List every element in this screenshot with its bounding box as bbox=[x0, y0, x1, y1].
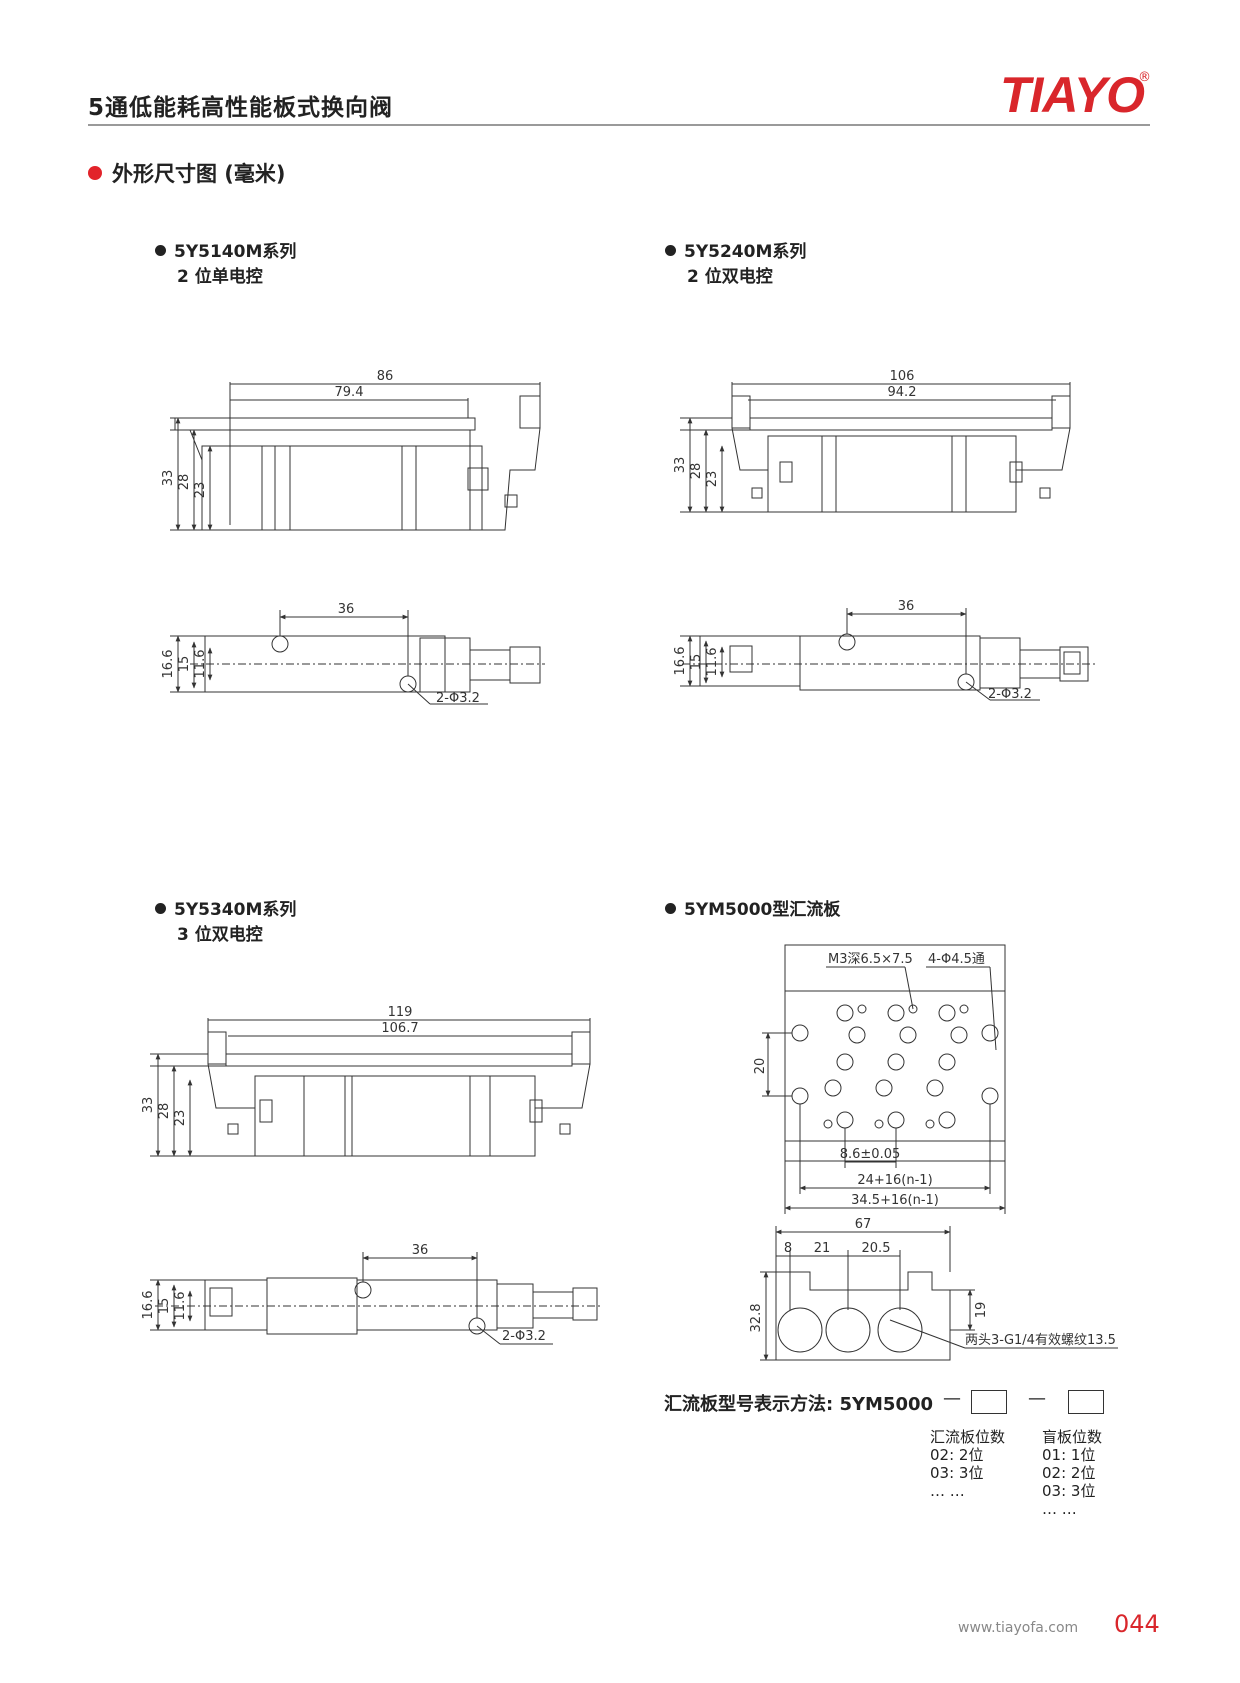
drawing-5y5340m-plan bbox=[150, 1252, 600, 1345]
header-divider bbox=[88, 124, 1150, 126]
drawing-5y5340m-side bbox=[150, 1018, 591, 1157]
drawing-5y5140m-plan bbox=[170, 610, 545, 705]
through-hole-spec: 4-Φ4.5通 bbox=[928, 952, 985, 967]
dim-106-7: 106.7 bbox=[381, 1021, 418, 1036]
dim-11-6: 11.6 bbox=[193, 650, 208, 679]
dim-15: 15 bbox=[689, 654, 704, 671]
m3-thread-spec: M3深6.5×7.5 bbox=[828, 952, 913, 967]
dim-94-2: 94.2 bbox=[888, 385, 917, 400]
dim-20-5: 20.5 bbox=[862, 1241, 891, 1256]
pitch-formula-2: 34.5+16(n-1) bbox=[851, 1193, 939, 1208]
tiayo-logo: TIAYO bbox=[1000, 67, 1145, 123]
dim-8: 8 bbox=[784, 1241, 792, 1256]
manifold-positions-box bbox=[971, 1390, 1007, 1414]
dim-23: 23 bbox=[193, 482, 208, 499]
page-number: 044 bbox=[1114, 1610, 1160, 1638]
dim-33: 33 bbox=[673, 457, 688, 474]
dim-28: 28 bbox=[157, 1103, 172, 1120]
blank-plate-options: 盲板位数 01: 1位 02: 2位 03: 3位 … … bbox=[1042, 1428, 1103, 1518]
dim-119: 119 bbox=[388, 1005, 413, 1020]
dim-16-6: 16.6 bbox=[141, 1291, 156, 1320]
bullet-icon bbox=[155, 903, 166, 914]
dim-36: 36 bbox=[898, 599, 915, 614]
model-code-label: 汇流板型号表示方法: 5YM5000 bbox=[664, 1394, 934, 1415]
drawing-5ym5000-side bbox=[760, 1226, 1118, 1361]
dim-8-6: 8.6±0.05 bbox=[840, 1147, 901, 1162]
dim-23: 23 bbox=[705, 471, 720, 488]
dim-86: 86 bbox=[377, 369, 394, 384]
dim-11-6: 11.6 bbox=[705, 648, 720, 677]
model-dash-2: — bbox=[1028, 1388, 1046, 1409]
registered-mark: ® bbox=[1138, 70, 1151, 85]
dim-15: 15 bbox=[177, 656, 192, 673]
blank-plate-box bbox=[1068, 1390, 1104, 1414]
red-bullet-icon bbox=[88, 166, 102, 180]
manifold-positions-options: 汇流板位数 02: 2位 03: 3位 … … bbox=[930, 1428, 1006, 1500]
bullet-icon bbox=[155, 245, 166, 256]
dim-16-6: 16.6 bbox=[161, 650, 176, 679]
dim-11-6: 11.6 bbox=[173, 1292, 188, 1321]
section-heading: 外形尺寸图 (毫米) bbox=[88, 158, 286, 188]
bullet-icon bbox=[665, 245, 676, 256]
drawing-5y5240m-side bbox=[680, 382, 1071, 513]
drawing-5y5240m-plan bbox=[680, 608, 1095, 701]
page-title: 5通低能耗高性能板式换向阀 bbox=[88, 95, 394, 121]
dim-15: 15 bbox=[157, 1298, 172, 1315]
dim-33: 33 bbox=[141, 1097, 156, 1114]
dim-32-8: 32.8 bbox=[749, 1304, 764, 1333]
dim-36: 36 bbox=[338, 602, 355, 617]
hole-spec: 2-Φ3.2 bbox=[988, 687, 1032, 702]
dim-79-4: 79.4 bbox=[335, 385, 364, 400]
dim-16-6: 16.6 bbox=[673, 647, 688, 676]
dim-106: 106 bbox=[890, 369, 915, 384]
dim-21: 21 bbox=[814, 1241, 831, 1256]
thread-spec: 两头3-G1/4有效螺纹13.5 bbox=[965, 1333, 1116, 1348]
model-dash-1: — bbox=[943, 1388, 961, 1409]
hole-spec: 2-Φ3.2 bbox=[502, 1329, 546, 1344]
dim-28: 28 bbox=[177, 474, 192, 491]
dim-36: 36 bbox=[412, 1243, 429, 1258]
dim-67: 67 bbox=[855, 1217, 872, 1232]
bullet-icon bbox=[665, 903, 676, 914]
pitch-formula-1: 24+16(n-1) bbox=[857, 1173, 932, 1188]
dim-19: 19 bbox=[974, 1302, 989, 1319]
hole-spec: 2-Φ3.2 bbox=[436, 691, 480, 706]
drawing-5ym5000-top bbox=[762, 944, 1006, 1214]
dim-23: 23 bbox=[173, 1110, 188, 1127]
dim-33: 33 bbox=[161, 470, 176, 487]
section-title: 外形尺寸图 (毫米) bbox=[112, 162, 286, 186]
block-5ym5000-title: 5YM5000型汇流板 bbox=[665, 898, 840, 923]
dim-28: 28 bbox=[689, 463, 704, 480]
drawing-5y5140m-side bbox=[170, 382, 541, 531]
footer-url: www.tiayofa.com bbox=[958, 1620, 1079, 1636]
dim-20: 20 bbox=[753, 1058, 768, 1075]
